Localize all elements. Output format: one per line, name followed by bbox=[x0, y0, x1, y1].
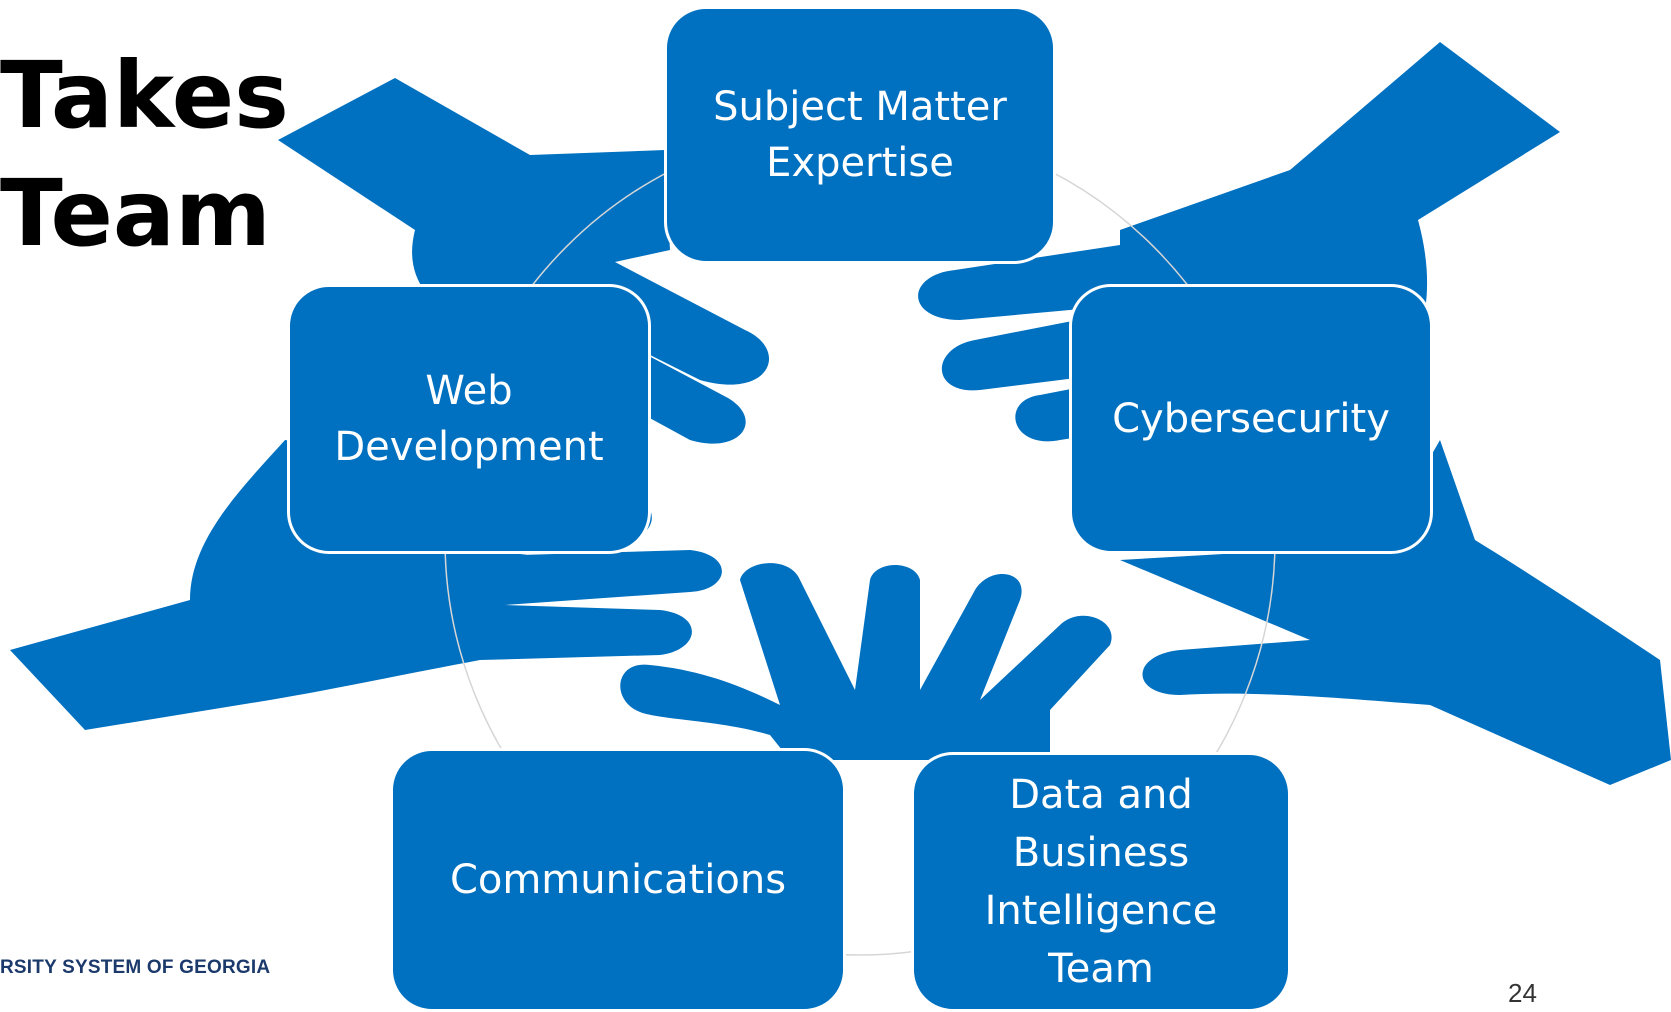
node-cybersecurity: Cybersecurity bbox=[1069, 284, 1433, 554]
footer-organization: RSITY SYSTEM OF GEORGIA bbox=[0, 957, 271, 978]
hand-bottom bbox=[620, 563, 1112, 760]
node-data-business-intelligence: Data and Business Intelligence Team bbox=[911, 752, 1291, 1012]
page-number: 24 bbox=[1508, 978, 1537, 1008]
slide-title-line-1: Takes bbox=[0, 42, 289, 149]
node-label: Communications bbox=[449, 857, 787, 903]
node-label: Data and Business Intelligence Team bbox=[984, 772, 1218, 992]
node-label: Cybersecurity bbox=[1112, 396, 1390, 442]
node-subject-matter-expertise: Subject Matter Expertise bbox=[664, 6, 1056, 264]
node-label: Web Development bbox=[334, 368, 604, 470]
slide-title-line-2: Team bbox=[0, 160, 271, 267]
node-label: Subject Matter Expertise bbox=[713, 84, 1007, 186]
hand-right bbox=[1120, 440, 1671, 785]
node-communications: Communications bbox=[390, 748, 846, 1012]
node-web-development: Web Development bbox=[287, 284, 651, 554]
